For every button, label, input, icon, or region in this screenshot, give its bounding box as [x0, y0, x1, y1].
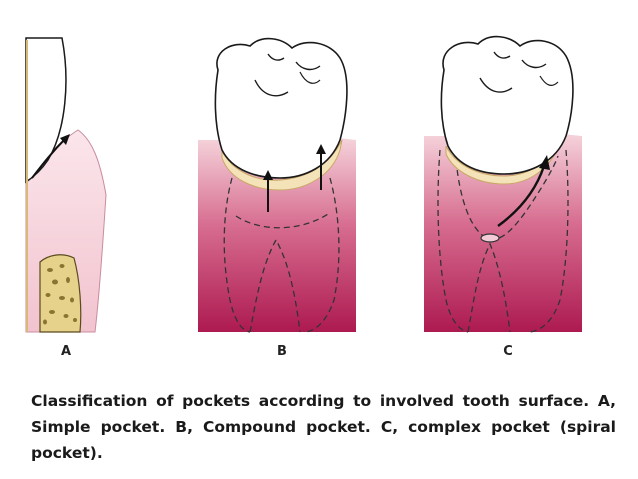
figure-caption: Classification of pockets according to i…	[31, 392, 616, 462]
panel-a-bone-trabeculae	[43, 264, 77, 325]
panel-b-arrowhead-right	[316, 144, 326, 154]
panel-c-crown-cusp	[539, 75, 559, 86]
panel-b-crown-grooves	[254, 53, 321, 97]
panel-b-crown-cusp	[299, 71, 321, 84]
panel-label-a: A	[60, 344, 72, 359]
panel-b-illustration	[198, 37, 356, 333]
panel-b-root-outline-left	[223, 177, 251, 333]
panel-b-root-outline-right	[305, 177, 340, 333]
panel-c-root-outline-right	[529, 149, 569, 333]
panel-a-illustration	[25, 37, 107, 333]
panel-c-root-outline-left	[437, 149, 469, 333]
panel-c-pocket-opening	[480, 233, 500, 243]
panel-b-root-furcation	[249, 238, 301, 333]
panel-c-crown	[440, 35, 574, 175]
panel-label-c: C	[503, 344, 513, 359]
panel-c-arrow	[497, 165, 546, 227]
panel-c-spiral-pocket	[455, 155, 559, 241]
panel-a-arrowhead	[60, 134, 70, 145]
panel-b-crown	[214, 37, 348, 179]
panel-c-root-furcation	[467, 242, 511, 333]
panel-b-gingiva	[198, 138, 356, 332]
panel-b-arrowhead-left	[263, 170, 273, 180]
panel-c-illustration	[424, 35, 582, 333]
panel-c-arrowhead	[539, 155, 550, 170]
panel-c-crown-grooves	[479, 51, 547, 93]
panel-label-b: B	[277, 344, 287, 359]
panel-c-gingiva	[424, 134, 582, 332]
panel-a-arrow	[31, 137, 67, 179]
